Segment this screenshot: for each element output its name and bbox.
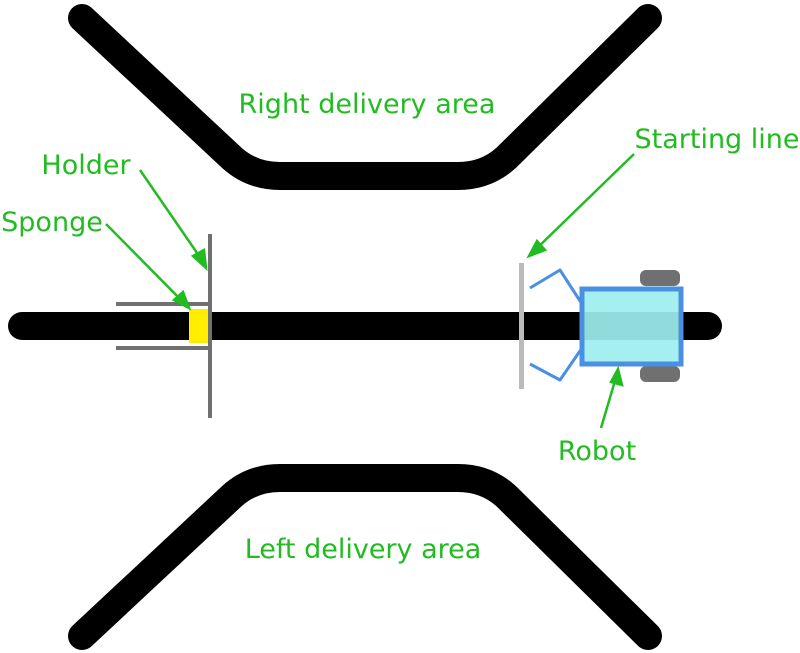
robot-wheel-bottom [640, 366, 680, 382]
left-delivery-area-label: Left delivery area [245, 534, 482, 565]
sponge-arrow [105, 223, 186, 305]
holder [116, 234, 212, 418]
annotation-arrows [105, 153, 635, 429]
holder-arrow [138, 169, 208, 267]
holder-label: Holder [41, 150, 131, 181]
robot [529, 268, 684, 382]
starting-line [519, 263, 524, 389]
left-delivery-area-line [68, 464, 662, 650]
starting-line-label: Starting line [634, 124, 799, 155]
robot-wheel-top [640, 270, 680, 286]
right-delivery-area-label: Right delivery area [239, 89, 496, 120]
robot-label: Robot [558, 436, 636, 467]
sponge [189, 309, 208, 343]
right-delivery-area-line [68, 4, 662, 190]
sponge-label: Sponge [1, 207, 103, 238]
robot-body [579, 286, 684, 367]
robot-arm-top [529, 268, 584, 305]
robot-arm-bottom [529, 347, 584, 382]
starting-line-arrow [532, 153, 635, 253]
